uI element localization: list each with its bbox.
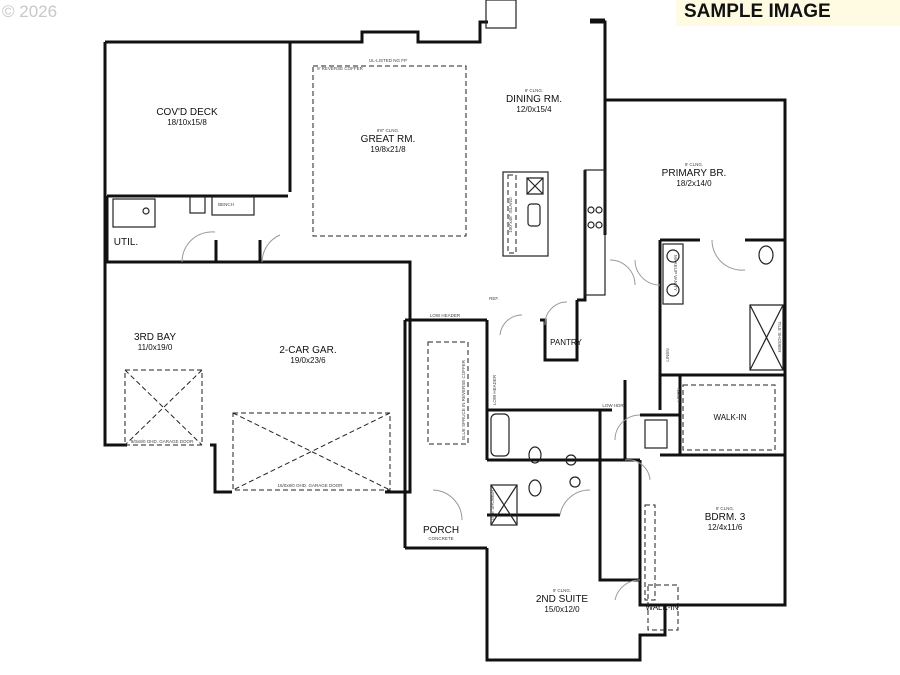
bdrm3-dim: 12/4x11/6 bbox=[708, 523, 743, 532]
garage-door-label: 16/0x8/0 OHD. GARAGE DOOR bbox=[277, 483, 343, 488]
entry-coffer-label: BLUE SPRUCE IN REVERSE COFFER bbox=[461, 359, 466, 440]
deck-name: COV'D DECK bbox=[156, 107, 218, 118]
primary-ceiling: 9' CLNG. bbox=[685, 162, 703, 167]
sample-image-badge: SAMPLE IMAGE bbox=[676, 0, 900, 26]
util-name: UTIL. bbox=[114, 237, 138, 248]
vanity-label: MAKEUP VANITY bbox=[673, 255, 678, 291]
garage-name: 2-CAR GAR. bbox=[279, 345, 336, 356]
pantry-name: PANTRY bbox=[550, 338, 582, 347]
primary-shower-label: TILE SHOWER bbox=[777, 321, 782, 353]
porch-name: PORCH bbox=[423, 525, 459, 536]
interior-walls bbox=[214, 100, 785, 607]
island-label: 100"x48" ISLAND bbox=[508, 197, 513, 233]
deck-dim: 18/10x15/8 bbox=[167, 118, 207, 127]
low-hdr: LOW HDR bbox=[602, 403, 624, 408]
bay3-name: 3RD BAY bbox=[134, 332, 176, 343]
great-coffer-label: 9' REVERSE COFFER bbox=[317, 66, 364, 71]
suite2-ceiling: 9' CLNG. bbox=[553, 588, 571, 593]
ref-label: REF. bbox=[489, 296, 499, 301]
suite2-name: 2ND SUITE bbox=[536, 594, 589, 605]
dining-dim: 12/0x15/4 bbox=[516, 105, 552, 114]
suite2-dim: 15/0x12/0 bbox=[544, 605, 580, 614]
fireplace-label: UL-LISTED NG FP bbox=[369, 58, 407, 63]
low-header-2: LOW HEADER bbox=[492, 374, 497, 405]
primary-name: PRIMARY BR. bbox=[662, 168, 727, 179]
bay3-door-label: 9/0x8/0 OHD. GARAGE DOOR bbox=[131, 439, 194, 444]
great-ceiling: 9'8" CLNG. bbox=[377, 128, 399, 133]
door-swings bbox=[181, 231, 746, 601]
bdrm3-name: BDRM. 3 bbox=[705, 512, 746, 523]
low-header-1: LOW HEADER bbox=[430, 313, 461, 318]
dining-ceiling: 9' CLNG. bbox=[525, 88, 543, 93]
dining-name: DINING RM. bbox=[506, 94, 562, 105]
primary-dim: 18/2x14/0 bbox=[676, 179, 712, 188]
great-dim: 19/8x21/8 bbox=[370, 145, 406, 154]
primary-walkin: WALK-IN bbox=[713, 413, 746, 422]
suite2-shower-label: TILE SHOWER bbox=[490, 489, 495, 521]
porch-sub: CONCRETE bbox=[428, 536, 453, 541]
garage-dim: 19/0x23/6 bbox=[290, 356, 326, 365]
room-labels: COV'D DECK 18/10x15/8 UL-LISTED NG FP 9'… bbox=[114, 58, 782, 614]
suite2-walkin: WALK-IN bbox=[645, 603, 678, 612]
copyright-watermark: © 2026 bbox=[2, 2, 58, 21]
fixtures bbox=[112, 0, 784, 631]
bdrm3-ceiling: 9' CLNG. bbox=[716, 506, 734, 511]
bay3-dim: 11/0x19/0 bbox=[138, 343, 173, 352]
great-name: GREAT RM. bbox=[361, 134, 416, 145]
linen-label-2: LINEN bbox=[676, 388, 681, 401]
linen-label-1: LINEN bbox=[665, 348, 670, 361]
bench-label: BENCH bbox=[218, 202, 234, 207]
